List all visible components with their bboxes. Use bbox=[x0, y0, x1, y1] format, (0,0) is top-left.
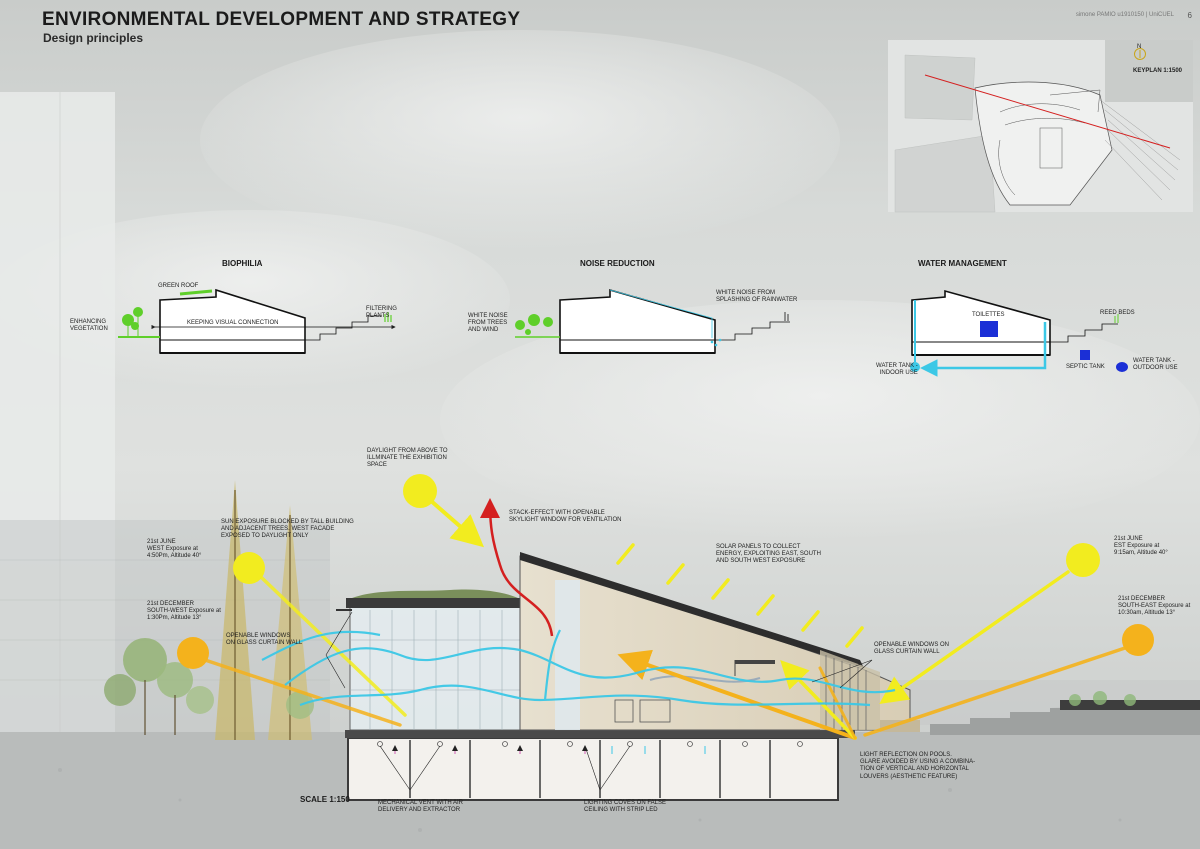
green-roof-label: GREEN ROOF bbox=[158, 283, 199, 289]
water-diagram bbox=[910, 289, 1128, 377]
noise-title: NOISE REDUCTION bbox=[580, 259, 655, 268]
indoor-tank-label: WATER TANK -INDOOR USE bbox=[876, 363, 918, 377]
keyplan-label: KEYPLAN 1:1500 bbox=[1133, 68, 1183, 74]
page-subtitle: Design principles bbox=[43, 31, 144, 45]
water-title: WATER MANAGEMENT bbox=[918, 259, 1007, 268]
page-title: ENVIRONMENTAL DEVELOPMENT AND STRATEGY bbox=[42, 9, 521, 30]
biophilia-diagram bbox=[118, 288, 396, 354]
credits: simone PAMIO u1910150 | UniCUEL bbox=[1075, 12, 1174, 18]
light-reflection-label: LIGHT REFLECTION ON POOLS.GLARE AVOIDED … bbox=[860, 752, 976, 780]
north-indicator: N bbox=[1137, 44, 1142, 50]
septic-tank-label: SEPTIC TANK bbox=[1066, 364, 1105, 370]
outdoor-tank-label: WATER TANK -OUTDOOR USE bbox=[1133, 358, 1178, 372]
reed-beds-label: REED BEDS bbox=[1100, 310, 1135, 316]
page-number: 6 bbox=[1187, 11, 1192, 20]
trees bbox=[104, 480, 314, 740]
scale-label: SCALE 1:150 bbox=[300, 795, 350, 804]
keyplan bbox=[888, 40, 1193, 213]
visual-connection-label: KEEPING VISUAL CONNECTION bbox=[187, 320, 279, 326]
toilettes-label: TOILETTES bbox=[972, 312, 1005, 318]
biophilia-title: BIOPHILIA bbox=[222, 259, 263, 268]
noise-diagram bbox=[515, 288, 790, 354]
